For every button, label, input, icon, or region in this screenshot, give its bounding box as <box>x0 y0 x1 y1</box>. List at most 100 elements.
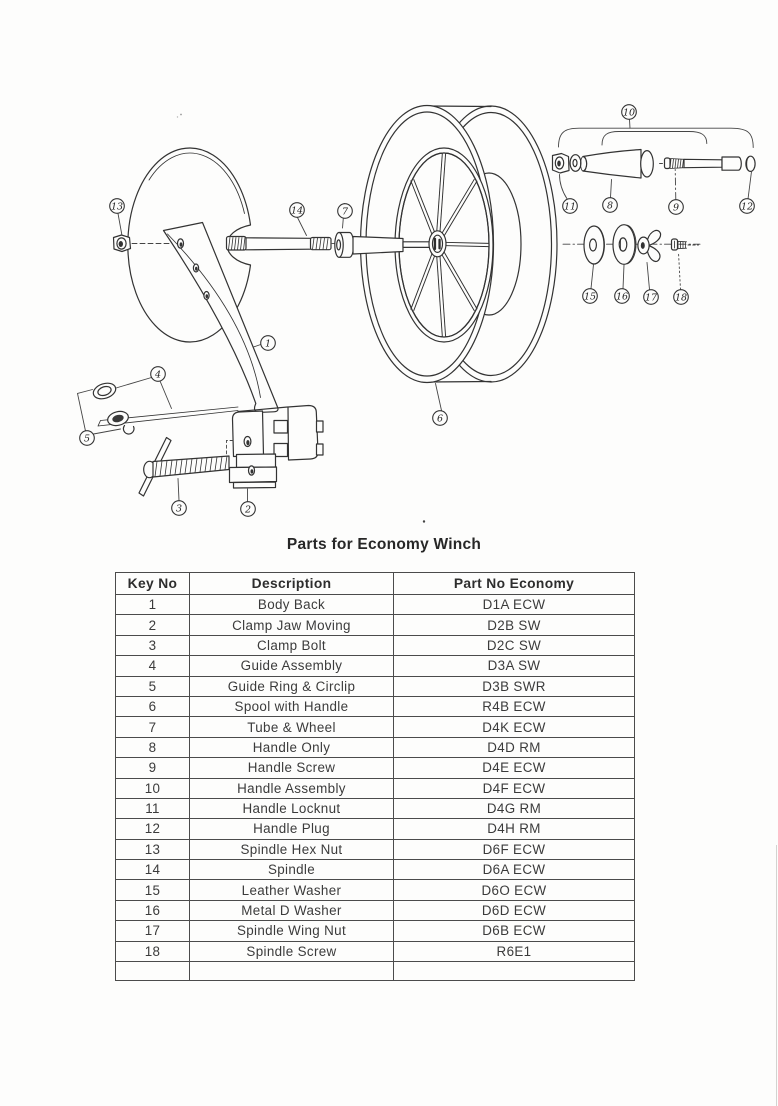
spool-wheel <box>359 104 558 384</box>
handle-assembly <box>551 127 756 179</box>
table-cell: 13 <box>115 838 190 861</box>
table-cell: 18 <box>115 940 190 963</box>
svg-text:14: 14 <box>291 205 303 216</box>
table-cell: D4D RM <box>393 736 635 759</box>
table-cell: Spindle Wing Nut <box>189 920 394 942</box>
table-row <box>115 961 635 982</box>
parts-table-header: Key No Description Part No Economy <box>115 572 635 595</box>
clamp-assembly <box>226 404 324 489</box>
callout-15: 15 <box>582 288 598 304</box>
svg-text:13: 13 <box>111 201 123 212</box>
table-cell: D4H RM <box>393 818 635 840</box>
table-cell: Spindle Screw <box>189 940 394 963</box>
table-cell: D2B SW <box>393 614 635 636</box>
table-cell: Handle Screw <box>189 757 394 779</box>
svg-text:8: 8 <box>607 200 613 211</box>
table-cell: 8 <box>115 736 190 759</box>
svg-text:6: 6 <box>437 413 443 424</box>
callout-8: 8 <box>602 197 618 213</box>
callout-3: 3 <box>171 500 187 516</box>
column-header-key-no: Key No <box>115 572 190 595</box>
page-title: Parts for Economy Winch <box>286 536 482 553</box>
callout-14: 14 <box>289 202 305 218</box>
table-cell: D6O ECW <box>393 879 635 901</box>
svg-text:15: 15 <box>584 291 596 302</box>
table-cell: Handle Plug <box>189 818 394 840</box>
column-header-description: Description <box>189 572 394 595</box>
callout-16: 16 <box>614 288 630 304</box>
table-cell: D6A ECW <box>393 859 635 881</box>
svg-text:11: 11 <box>564 201 576 212</box>
table-cell: R6E1 <box>393 940 635 963</box>
guide-assembly <box>92 382 239 435</box>
svg-text:18: 18 <box>675 292 687 303</box>
callout-5: 5 <box>79 430 95 446</box>
table-cell: D6D ECW <box>393 899 635 922</box>
table-cell: 15 <box>115 879 190 901</box>
table-cell: 9 <box>115 757 190 779</box>
spool-hub <box>352 230 447 258</box>
scan-edge-line <box>775 845 777 1106</box>
svg-text:5: 5 <box>84 433 90 444</box>
callout-17: 17 <box>643 289 659 305</box>
table-cell: R4B ECW <box>393 695 635 718</box>
table-cell: Clamp Jaw Moving <box>189 614 394 636</box>
table-cell: D3B SWR <box>393 675 635 697</box>
svg-text:16: 16 <box>616 291 628 302</box>
clamp-bolt <box>138 436 230 497</box>
table-cell: Handle Assembly <box>189 777 394 799</box>
table-cell: Metal D Washer <box>189 899 394 922</box>
table-cell <box>393 961 635 982</box>
svg-text:12: 12 <box>741 201 753 212</box>
table-cell: D4G RM <box>393 797 635 820</box>
callout-2: 2 <box>240 501 256 517</box>
callout-12: 12 <box>739 198 755 214</box>
svg-text:7: 7 <box>342 206 349 217</box>
table-cell: Handle Locknut <box>189 797 394 820</box>
table-cell: Tube & Wheel <box>189 716 394 738</box>
table-cell: 17 <box>115 920 190 942</box>
table-cell: 7 <box>115 716 190 738</box>
table-cell: 14 <box>115 859 190 881</box>
table-cell: Clamp Bolt <box>189 634 394 657</box>
table-cell: D4E ECW <box>393 757 635 779</box>
table-cell: Body Back <box>189 593 394 616</box>
svg-text:17: 17 <box>645 292 658 303</box>
callout-9: 9 <box>668 199 684 215</box>
svg-text:2: 2 <box>244 504 251 515</box>
table-cell: D1A ECW <box>393 593 635 616</box>
table-cell: 1 <box>115 593 190 616</box>
callout-7: 7 <box>337 203 353 219</box>
table-cell <box>189 961 394 982</box>
table-cell: 12 <box>115 818 190 840</box>
table-cell: Spindle <box>189 859 394 881</box>
column-header-part-no: Part No Economy <box>393 572 635 595</box>
table-cell: Handle Only <box>189 736 394 759</box>
mount-arm <box>162 221 279 413</box>
table-cell: Guide Ring & Circlip <box>189 675 394 697</box>
table-cell: Spool with Handle <box>189 695 394 718</box>
table-cell: Spindle Hex Nut <box>189 838 394 861</box>
table-cell: 10 <box>115 777 190 799</box>
table-cell: D2C SW <box>393 634 635 657</box>
table-cell: Guide Assembly <box>189 655 394 677</box>
